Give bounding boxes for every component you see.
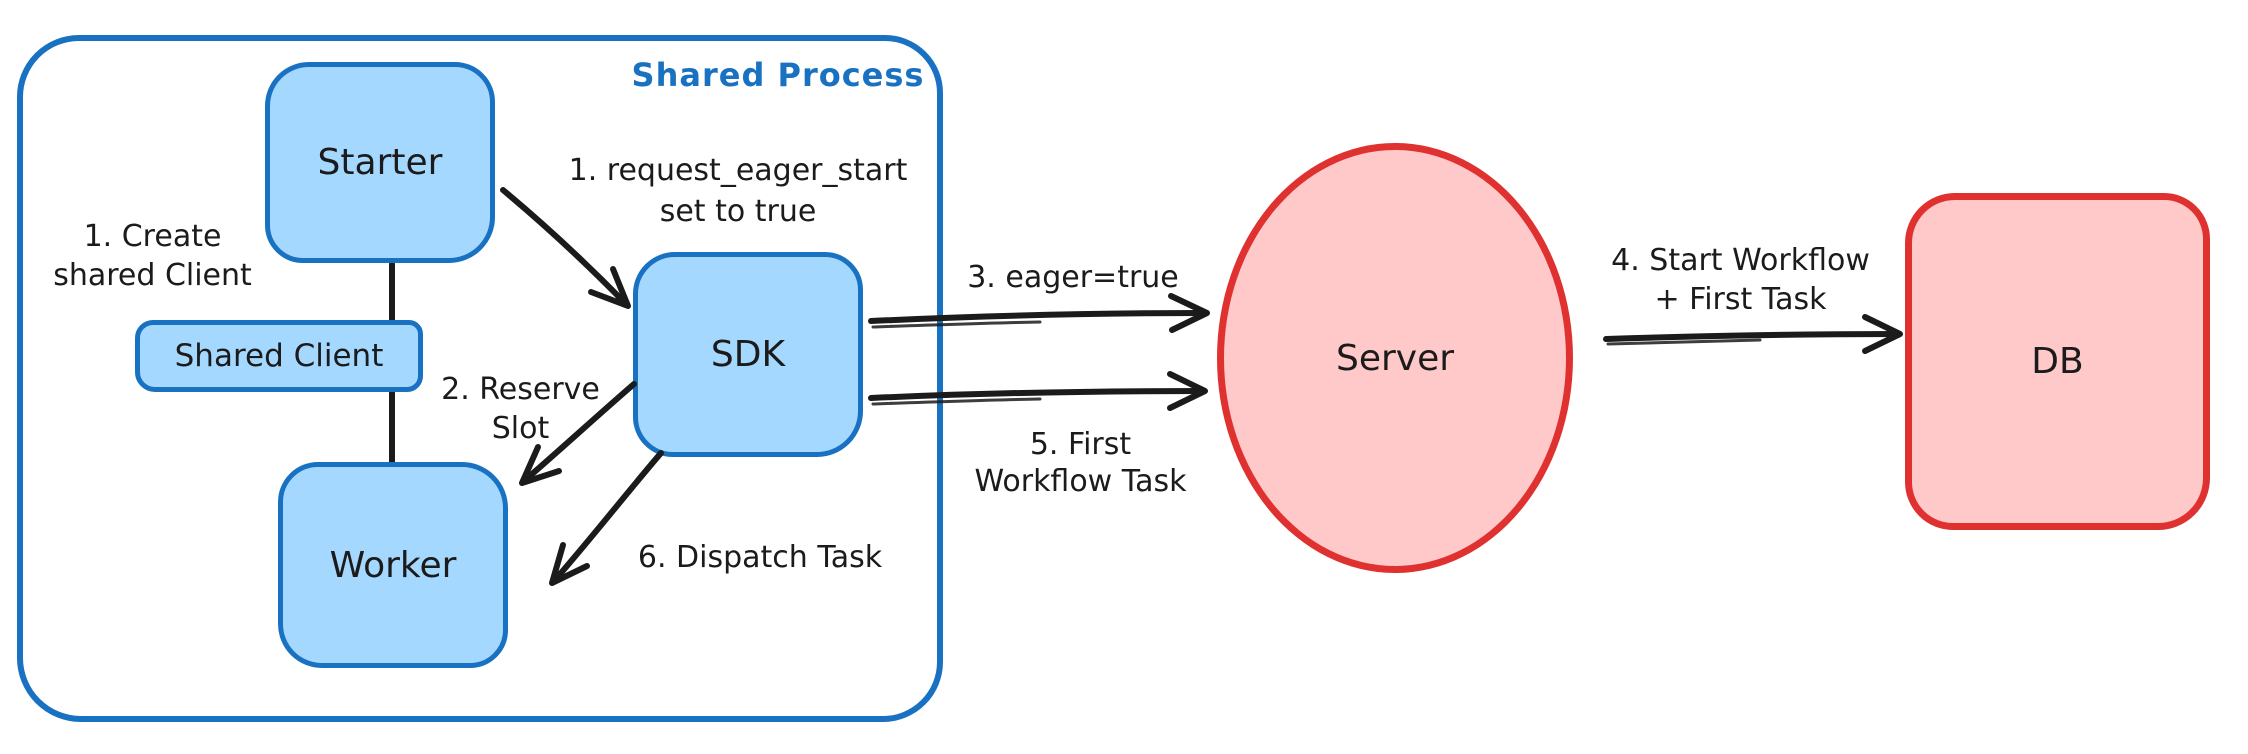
annotation-reserve-slot: 2. Reserve Slot — [418, 370, 623, 448]
annotation-line: 5. First — [1029, 427, 1132, 462]
node-server-label: Server — [1335, 337, 1455, 379]
annotation-line: + First Task — [1654, 282, 1827, 317]
annotation-first-workflow-task: 5. First Workflow Task — [928, 426, 1233, 500]
annotation-line: Workflow Task — [974, 464, 1187, 499]
annotation-start-workflow: 4. Start Workflow + First Task — [1588, 241, 1893, 319]
annotation-eager-true: 3. eager=true — [923, 258, 1223, 297]
annotation-line: set to true — [659, 194, 817, 229]
node-db[interactable]: DB — [1905, 193, 2210, 530]
annotation-create-shared-client: 1. Create shared Client — [20, 217, 285, 295]
node-starter-label: Starter — [317, 142, 443, 183]
annotation-line: 1. request_eager_start — [568, 153, 908, 188]
annotation-line: 1. Create — [83, 219, 222, 254]
node-sdk-label: SDK — [710, 334, 786, 375]
annotation-line: 6. Dispatch Task — [637, 540, 883, 575]
annotation-line: 4. Start Workflow — [1611, 243, 1870, 278]
annotation-line: 2. Reserve — [441, 372, 600, 407]
arrow-start-workflow[interactable] — [1603, 314, 1903, 354]
annotation-request-eager-start: 1. request_eager_start set to true — [538, 150, 938, 232]
shared-process-container[interactable] — [17, 35, 943, 722]
shared-process-title: Shared Process — [631, 56, 925, 94]
annotation-line: Slot — [491, 411, 550, 446]
node-db-label: DB — [2031, 341, 2084, 382]
node-shared-client-label: Shared Client — [174, 338, 384, 374]
annotation-line: 3. eager=true — [967, 260, 1179, 295]
node-server[interactable]: Server — [1217, 143, 1573, 573]
annotation-line: shared Client — [53, 258, 252, 293]
node-shared-client[interactable]: Shared Client — [135, 320, 423, 392]
node-worker[interactable]: Worker — [278, 462, 508, 668]
node-worker-label: Worker — [329, 544, 457, 586]
node-starter[interactable]: Starter — [265, 62, 495, 263]
annotation-dispatch-task: 6. Dispatch Task — [600, 538, 920, 577]
node-sdk[interactable]: SDK — [633, 252, 863, 457]
